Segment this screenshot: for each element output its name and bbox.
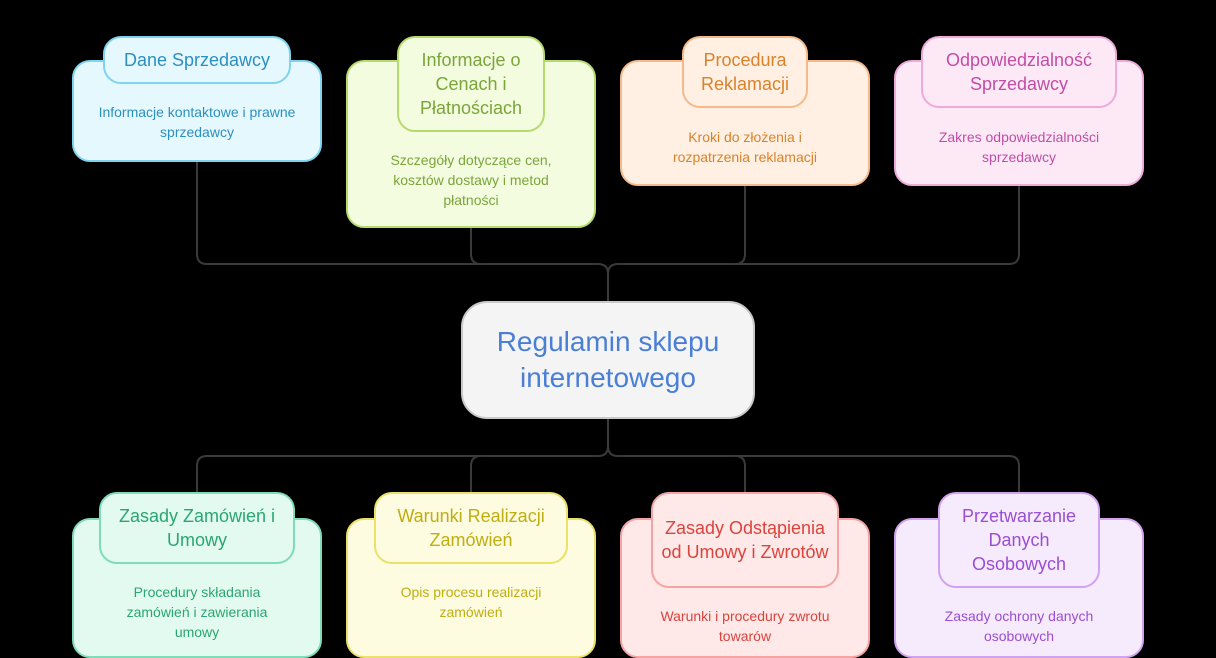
connector-top-2 [470,228,598,265]
node-title-odstapienie-zwroty: Zasady Odstąpienia od Umowy i Zwrotów [651,492,839,588]
node-title-text: Zasady Zamówień i Umowy [118,506,276,550]
connector-bottom-1 [196,445,609,518]
node-title-zasady-zamowien: Zasady Zamówień i Umowy [99,492,295,564]
connector-bottom-4 [607,445,1020,518]
node-title-text: Warunki Realizacji Zamówień [397,506,545,550]
central-topic: Regulamin sklepu internetowego [461,301,755,419]
connector-bottom-2 [470,455,598,518]
node-title-text: Odpowiedzialność Sprzedawcy [945,50,1093,94]
connector-top-4 [607,186,1020,275]
node-description: Zasady ochrony danych osobowych [944,608,1094,644]
node-title-text: Dane Sprzedawcy [123,50,271,70]
node-description: Opis procesu realizacji zamówień [400,584,542,620]
node-description: Informacje kontaktowe i prawne sprzedawc… [98,104,296,140]
node-title-ceny-platnosci: Informacje o Cenach i Płatnościach [397,36,545,132]
node-title-procedura-reklamacji: Procedura Reklamacji [682,36,808,108]
node-title-text: Zasady Odstąpienia od Umowy i Zwrotów [661,518,829,562]
node-description: Kroki do złożenia i rozpatrzenia reklama… [673,129,817,165]
node-title-text: Procedura Reklamacji [700,50,790,94]
node-title-warunki-realizacji: Warunki Realizacji Zamówień [374,492,568,564]
central-topic-title: Regulamin sklepu internetowego [496,326,720,393]
node-title-dane-osobowe: Przetwarzanie Danych Osobowych [938,492,1100,588]
connector-top-3 [618,186,746,265]
node-description: Warunki i procedury zwrotu towarów [660,608,830,644]
node-description: Zakres odpowiedzialności sprzedawcy [938,129,1100,165]
node-description: Szczegóły dotyczące cen, kosztów dostawy… [390,152,552,208]
node-title-odpowiedzialnosc: Odpowiedzialność Sprzedawcy [921,36,1117,108]
node-title-text: Przetwarzanie Danych Osobowych [961,506,1077,574]
node-title-dane-sprzedawcy: Dane Sprzedawcy [103,36,291,84]
connector-top-1 [196,162,609,275]
connector-lines [196,162,1020,518]
node-description: Procedury składania zamówień i zawierani… [126,584,268,640]
node-title-text: Informacje o Cenach i Płatnościach [419,50,523,118]
